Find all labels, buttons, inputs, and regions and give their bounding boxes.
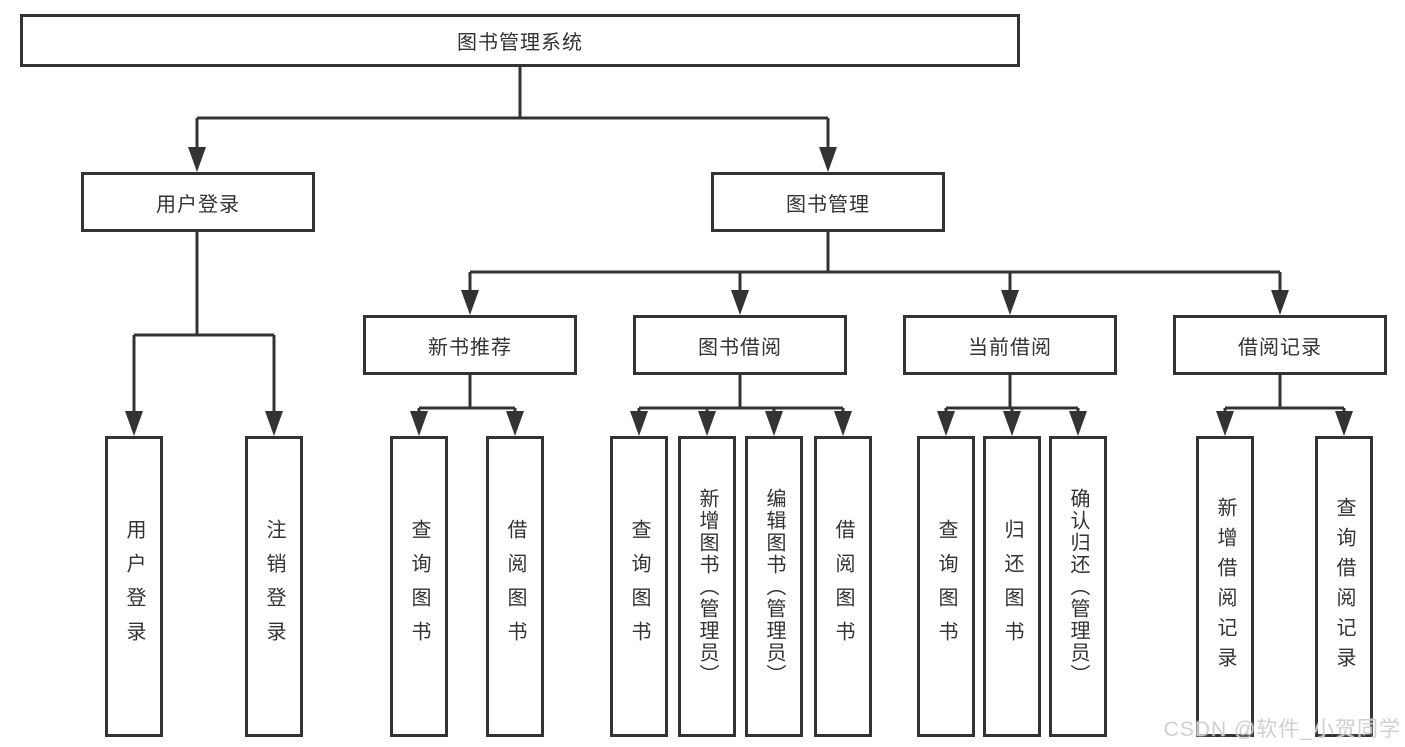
- leaf-return-books: 归还图书: [983, 436, 1041, 737]
- leaf-query-books-2: 查询图书: [610, 436, 668, 737]
- leaf-query-borrow-record: 查询借阅记录: [1315, 436, 1373, 737]
- node-label: 当前借阅: [968, 336, 1052, 359]
- node-label: 归还图书: [1001, 518, 1023, 655]
- leaf-query-books-1: 查询图书: [390, 436, 448, 737]
- node-book-borrowing: 图书借阅: [633, 315, 847, 375]
- node-library-management-system: 图书管理系统: [20, 14, 1020, 67]
- leaf-confirm-return-admin: 确认归还（管理员）: [1049, 436, 1107, 737]
- node-book-management-branch: 图书管理: [711, 172, 945, 232]
- leaf-edit-books-admin: 编辑图书（管理员）: [745, 436, 803, 737]
- node-label: 查询图书: [408, 518, 430, 655]
- node-label: 用户登录: [123, 518, 145, 655]
- node-label: 查询图书: [935, 518, 957, 655]
- connector-stems: [132, 67, 1346, 430]
- node-label: 确认归还（管理员）: [1067, 487, 1089, 686]
- node-label: 借阅图书: [504, 518, 526, 655]
- node-user-login-branch: 用户登录: [81, 172, 315, 232]
- node-label: 新书推荐: [428, 336, 512, 359]
- leaf-query-books-3: 查询图书: [917, 436, 975, 737]
- node-label: 用户登录: [156, 193, 240, 216]
- node-label: 借阅图书: [832, 518, 854, 655]
- node-label: 图书管理: [786, 193, 870, 216]
- node-label: 查询图书: [628, 518, 650, 655]
- leaf-add-books-admin: 新增图书（管理员）: [678, 436, 736, 737]
- node-label: 新增图书（管理员）: [696, 487, 718, 686]
- node-label: 注销登录: [263, 518, 285, 655]
- node-new-book-recommend: 新书推荐: [363, 315, 577, 375]
- node-current-borrowing: 当前借阅: [903, 315, 1117, 375]
- leaf-logout: 注销登录: [245, 436, 303, 737]
- node-label: 编辑图书（管理员）: [763, 487, 785, 686]
- leaf-add-borrow-record: 新增借阅记录: [1196, 436, 1254, 737]
- node-label: 查询借阅记录: [1333, 496, 1355, 677]
- leaf-borrow-books-1: 借阅图书: [486, 436, 544, 737]
- leaf-borrow-books-2: 借阅图书: [814, 436, 872, 737]
- leaf-user-login: 用户登录: [105, 436, 163, 737]
- node-borrowing-records: 借阅记录: [1173, 315, 1387, 375]
- node-label: 借阅记录: [1238, 336, 1322, 359]
- node-label: 图书借阅: [698, 336, 782, 359]
- node-label: 图书管理系统: [457, 32, 583, 54]
- node-label: 新增借阅记录: [1214, 496, 1236, 677]
- connector-arrowheads: [125, 147, 1353, 436]
